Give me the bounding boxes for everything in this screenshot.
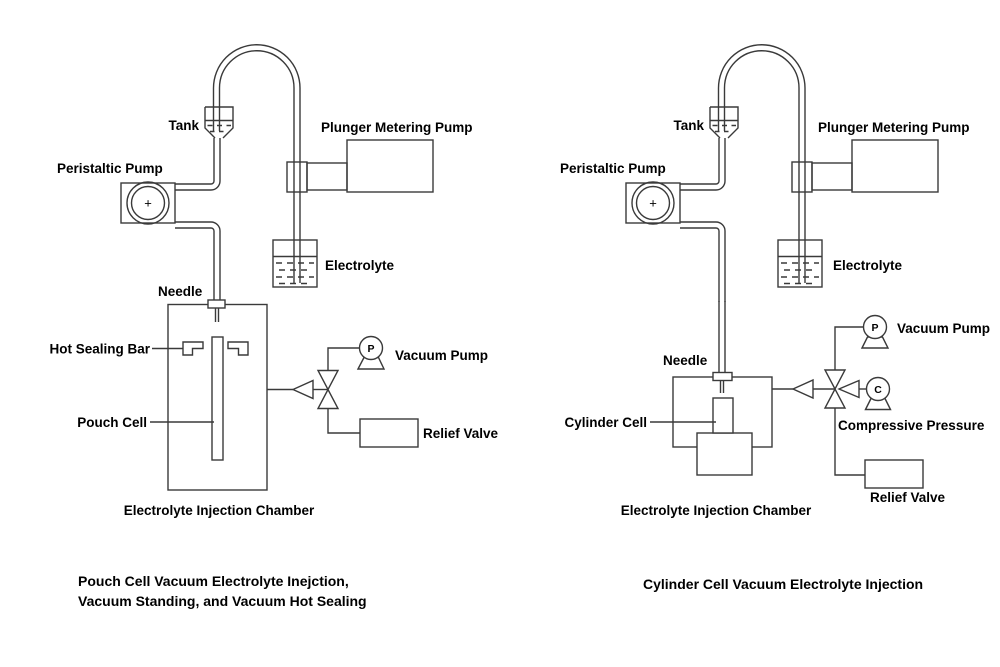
hot-sealing-bar-label: Hot Sealing Bar <box>49 342 150 357</box>
right-tank-label: Tank <box>673 118 704 133</box>
left-needle <box>214 308 220 322</box>
pouch-cell-label: Pouch Cell <box>77 415 147 430</box>
left-caption-line2: Vacuum Standing, and Vacuum Hot Sealing <box>78 593 367 609</box>
left-chamber <box>167 303 268 491</box>
compressive-pressure-icon <box>865 376 891 402</box>
left-vacuum-pump-label: Vacuum Pump <box>395 348 488 363</box>
right-peristaltic-rotor-symbol: + <box>649 196 657 211</box>
right-needle-label: Needle <box>663 353 708 368</box>
left-relief-valve-box <box>359 418 419 448</box>
right-vacuum-pump-label: Vacuum Pump <box>897 321 990 336</box>
cylinder-cell-label: Cylinder Cell <box>564 415 647 430</box>
cylinder-cell-holder <box>696 432 753 476</box>
right-relief-valve-box <box>864 459 924 489</box>
vacuum-pump-icon <box>358 335 384 361</box>
left-electrolyte-label: Electrolyte <box>325 258 395 273</box>
right-injection-chamber-group <box>650 301 773 476</box>
right-electrolyte-label: Electrolyte <box>833 258 903 273</box>
compressive-pressure-letter: C <box>874 384 882 396</box>
left-vacuum-circuit <box>267 335 419 448</box>
right-relief-valve-label: Relief Valve <box>870 490 946 505</box>
left-caption-line1: Pouch Cell Vacuum Electrolyte Inejction, <box>78 573 349 589</box>
left-peristaltic-rotor-symbol: + <box>144 196 152 211</box>
hot-sealing-bar-right <box>227 341 249 356</box>
vacuum-pump-base <box>860 336 890 349</box>
valve-to-vacuum-pump-line <box>327 347 360 371</box>
hot-sealing-bar-left <box>182 341 204 356</box>
left-peristaltic-pump-label: Peristaltic Pump <box>57 161 163 176</box>
left-relief-valve-label: Relief Valve <box>423 426 499 441</box>
right-chamber-label: Electrolyte Injection Chamber <box>621 503 812 518</box>
left-chamber-label: Electrolyte Injection Chamber <box>124 503 315 518</box>
left-needle-hub <box>207 299 226 309</box>
valve-to-vacuum-pump-line <box>834 326 864 370</box>
check-valve-triangle <box>291 379 314 400</box>
vacuum-pump-icon <box>862 314 888 340</box>
right-plunger-pump-label: Plunger Metering Pump <box>818 120 970 135</box>
left-injection-chamber-group <box>150 299 268 491</box>
pouch-cell <box>211 336 224 461</box>
left-tank-label: Tank <box>168 118 199 133</box>
supply-tube-extension <box>718 301 726 373</box>
cylinder-cell <box>712 397 734 434</box>
left-vacuum-pump-letter: P <box>367 343 374 355</box>
left-plunger-pump-label: Plunger Metering Pump <box>321 120 473 135</box>
compressive-inlet-triangle <box>837 379 860 399</box>
left-needle-label: Needle <box>158 284 203 299</box>
valve-to-relief-valve-line <box>834 408 865 476</box>
right-peristaltic-pump-label: Peristaltic Pump <box>560 161 666 176</box>
right-caption: Cylinder Cell Vacuum Electrolyte Injecti… <box>643 576 923 592</box>
right-vacuum-pump-letter: P <box>871 322 878 334</box>
check-valve-triangle <box>791 378 814 400</box>
compressive-pressure-label: Compressive Pressure <box>838 418 985 433</box>
right-needle-hub <box>712 371 733 382</box>
right-vacuum-circuit <box>772 314 924 489</box>
valve-to-relief-valve-line <box>327 408 360 434</box>
right-needle <box>719 380 725 393</box>
